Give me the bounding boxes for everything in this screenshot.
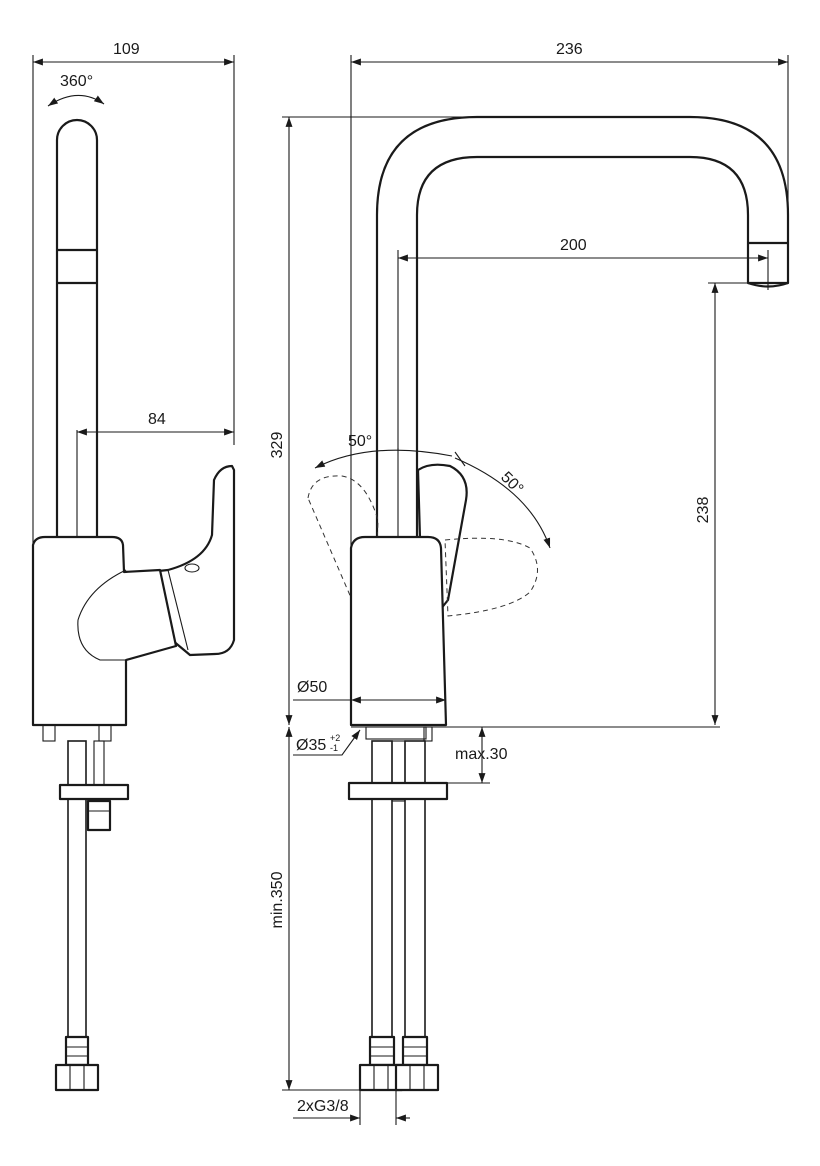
spout-clearance-label: 238 xyxy=(695,497,712,524)
hole-diameter-leader xyxy=(293,729,361,756)
lever-angle-right-arc xyxy=(454,457,551,549)
front-width-label: 236 xyxy=(556,41,583,58)
lever-angle-left-label: 50° xyxy=(348,433,372,450)
lever-angle-right-label: 50° xyxy=(497,469,526,498)
hose-length-label: min.350 xyxy=(269,871,286,928)
front-view: 236 200 329 238 50° 50° xyxy=(269,41,790,1125)
base-diameter-label: Ø50 xyxy=(297,679,327,696)
spout-reach-label: 200 xyxy=(560,237,587,254)
hole-tolerance-minus: -1 xyxy=(330,743,338,753)
lever-angle-left-arc xyxy=(314,449,453,469)
rotation-arrow xyxy=(47,94,105,107)
hole-diameter-label: Ø35 xyxy=(296,737,326,754)
side-offset-label: 84 xyxy=(148,411,166,428)
deck-thickness-label: max.30 xyxy=(455,746,508,763)
rotation-label: 360° xyxy=(60,73,93,90)
side-width-label: 109 xyxy=(113,41,140,58)
total-height-label: 329 xyxy=(269,432,286,459)
side-view: 109 360° 84 xyxy=(31,41,236,1092)
hole-tolerance-plus: +2 xyxy=(330,733,340,743)
thread-label: 2xG3/8 xyxy=(297,1098,349,1115)
